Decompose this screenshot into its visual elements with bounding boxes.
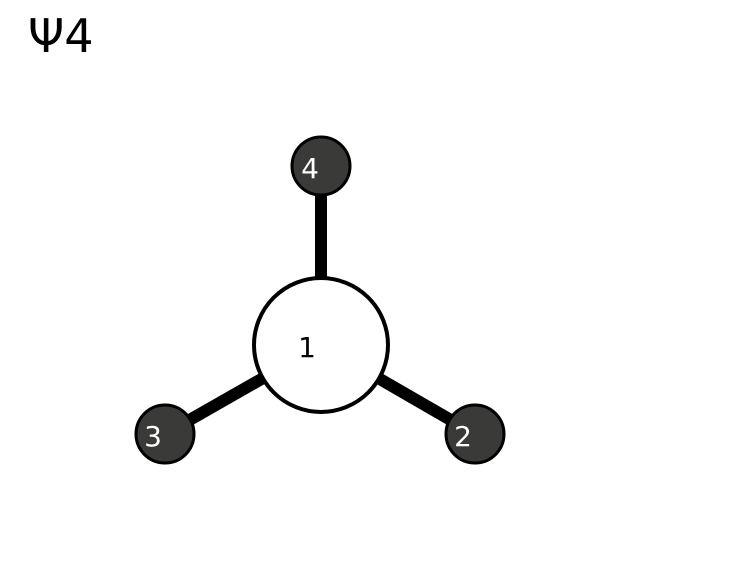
leaf-node-3-circle — [134, 403, 196, 465]
leaf-node-3: 3 — [134, 403, 196, 465]
center-node-label: 1 — [298, 331, 316, 364]
diagram-title: Ψ4 — [28, 9, 94, 63]
leaf-node-2: 2 — [444, 403, 506, 465]
leaf-node-4: 4 — [290, 135, 352, 197]
leaf-node-2-circle — [444, 403, 506, 465]
leaf-node-3-label: 3 — [144, 420, 162, 453]
leaf-node-2-label: 2 — [454, 420, 472, 453]
center-node: 1 — [252, 276, 390, 414]
center-node-circle — [252, 276, 390, 414]
leaf-node-4-label: 4 — [301, 152, 319, 185]
leaf-node-4-circle — [290, 135, 352, 197]
